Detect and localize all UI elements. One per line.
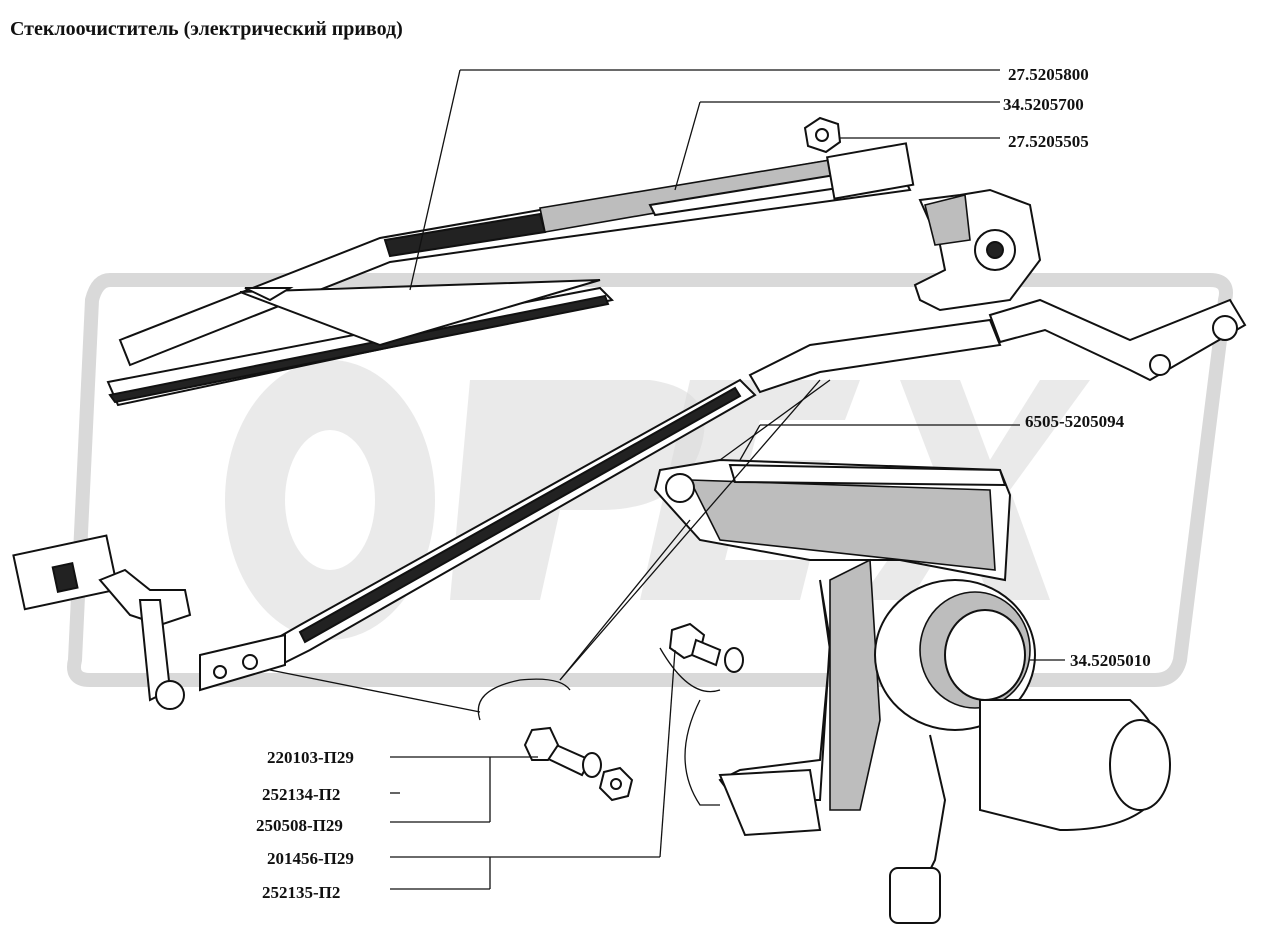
leader-lines [269,69,1065,890]
label-bolt-b: 201456-П29 [267,849,354,868]
label-wiper-arm: 34.5205700 [1003,95,1084,114]
wiper-blade [106,279,615,407]
bolt-a [523,726,592,777]
linkage-rod [199,298,1247,692]
label-washer-a: 252134-П2 [262,785,340,804]
label-arm-nut: 27.5205505 [1008,132,1089,151]
wiper-motor [874,579,1171,924]
label-wiper-blade: 27.5205800 [1008,65,1089,84]
label-wiper-motor: 34.5205010 [1070,651,1151,670]
arm-nut [803,116,842,154]
motor-bracket [653,458,1012,837]
left-pivot [12,534,192,710]
wiper-arm [118,142,915,367]
washer-a [582,752,602,778]
label-linkage-rod: 6505-5205094 [1025,412,1125,431]
nut-a [598,766,634,802]
label-washer-b: 252135-П2 [262,883,340,902]
bolt-b [668,622,722,667]
watermark-logo [67,273,1233,687]
page-title: Стеклоочиститель (электрический привод) [10,18,403,40]
pivot-housing [913,188,1042,312]
washer-b [724,647,744,673]
label-nut-a: 250508-П29 [256,816,343,835]
label-bolt-a: 220103-П29 [267,748,354,767]
